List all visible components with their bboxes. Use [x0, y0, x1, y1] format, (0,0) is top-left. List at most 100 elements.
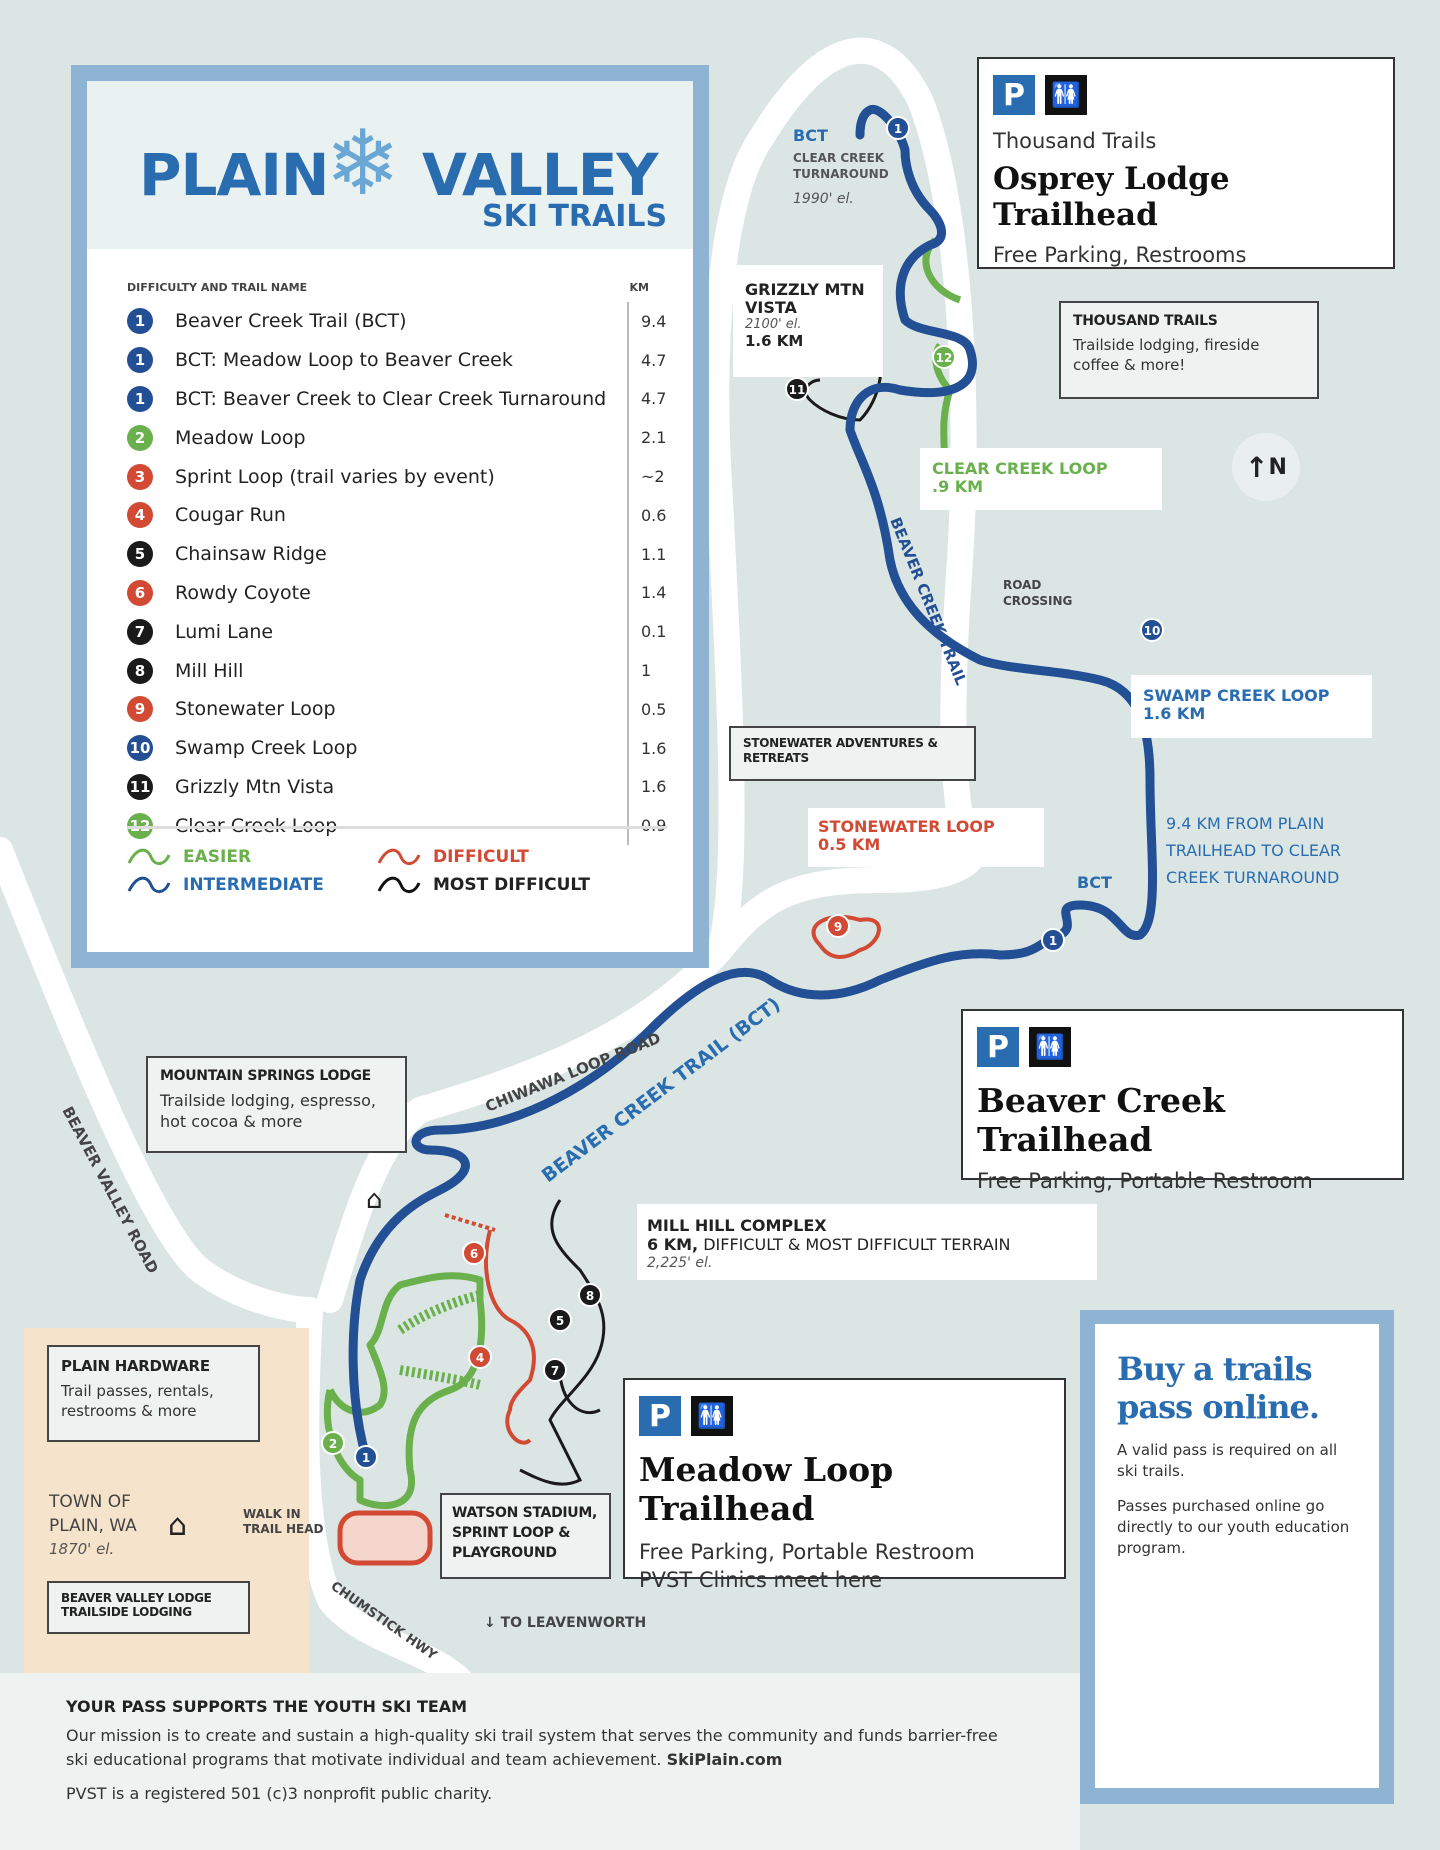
restroom-icon: 🚻: [691, 1396, 733, 1436]
restroom-icon: 🚻: [1045, 75, 1087, 115]
wave-icon: [127, 848, 171, 865]
marker-circle: [468, 1345, 492, 1369]
watson-stadium-area: [337, 1510, 433, 1566]
trailhead-name: Meadow Loop Trailhead: [639, 1450, 894, 1528]
wave-icon: [377, 848, 421, 865]
trailhead-operator: Thousand Trails: [993, 129, 1157, 153]
marker-number: 7: [551, 1364, 559, 1378]
trail-km: 2.1: [627, 418, 667, 458]
pass-heading: Buy a trails pass online.: [1117, 1350, 1320, 1426]
wave-icon: [377, 876, 421, 893]
trailhead-name: Beaver Creek Trailhead: [977, 1081, 1225, 1159]
marker-number: 11: [789, 383, 806, 397]
marker-circle: [785, 377, 809, 401]
trail-km: 1.4: [627, 573, 667, 613]
trail-name: Clear Creek Loop: [175, 814, 338, 837]
to-leavenworth-label: ↓ TO LEAVENWORTH: [484, 1615, 647, 1631]
trail-name: Grizzly Mtn Vista: [175, 775, 335, 798]
town-elevation: 1870' el.: [49, 1540, 115, 1558]
trail-name: BCT: Beaver Creek to Clear Creek Turnaro…: [175, 387, 607, 410]
key-easier: EASIER: [127, 847, 377, 867]
restroom-icon: 🚻: [1029, 1027, 1071, 1067]
trail-name: Stonewater Loop: [175, 698, 336, 721]
trail-km: 1.6: [627, 728, 667, 768]
marker-number: 6: [470, 1247, 478, 1261]
trail-name: Swamp Creek Loop: [175, 737, 358, 760]
marker-number: 4: [476, 1351, 484, 1365]
trail-km: 0.9: [627, 806, 667, 846]
parking-icon: P: [993, 75, 1035, 115]
buy-pass-panel: Buy a trails pass online. A valid pass i…: [1080, 1310, 1394, 1804]
marker-circle: [548, 1308, 572, 1332]
town-label: TOWN OF PLAIN, WA: [49, 1492, 137, 1536]
trail-row: 10 Swamp Creek Loop 1.6: [127, 728, 667, 768]
beaver-creek-trailhead-card: P🚻 Beaver Creek Trailhead Free Parking, …: [961, 1009, 1404, 1193]
trail-number-badge: 10: [127, 735, 153, 762]
clear-creek-loop-label: CLEAR CREEK LOOP.9 KM: [920, 448, 1162, 510]
difficult-trails: [337, 914, 881, 1566]
logo: PLAIN ❄ VALLEY SKI TRAILS: [87, 81, 693, 249]
marker-number: 1: [1049, 934, 1057, 948]
trail-marker: 10: [1140, 618, 1164, 642]
road-crossing-label: ROAD CROSSING: [1003, 578, 1073, 608]
trailhead-note: PVST Clinics meet here: [639, 1568, 883, 1592]
trail-marker: 1: [354, 1445, 378, 1469]
marker-circle: [1140, 618, 1164, 642]
parking-icon: P: [977, 1027, 1019, 1067]
building-icon: ⌂: [168, 1508, 188, 1543]
marker-circle: [1041, 928, 1065, 952]
parking-icon: P: [639, 1396, 681, 1436]
marker-number: 1: [362, 1451, 370, 1465]
north-arrow: ↑N: [1232, 433, 1300, 501]
marker-circle: [462, 1241, 486, 1265]
trail-number-badge: 2: [127, 424, 153, 451]
key-most-difficult: MOST DIFFICULT: [377, 875, 627, 895]
grizzly-label: GRIZZLY MTN VISTA 2100' el. 1.6 KM: [733, 265, 883, 377]
difficulty-key: EASIER DIFFICULT INTERMEDIATE MOST DIFFI…: [127, 826, 667, 895]
lodge-icon: ⌂: [366, 1185, 383, 1215]
logo-word-valley: VALLEY: [422, 141, 658, 209]
trail-number-badge: 1: [127, 347, 153, 374]
trail-number-badge: 8: [127, 657, 153, 684]
label-clear-creek-turnaround: CLEAR CREEK TURNAROUND: [793, 151, 889, 181]
stonewater-adventures-callout: STONEWATER ADVENTURES & RETREATS: [729, 726, 976, 781]
trail-km: 4.7: [627, 340, 667, 380]
trail-marker: 1: [1041, 928, 1065, 952]
pass-youth-text: Passes purchased online go directly to o…: [1117, 1497, 1350, 1557]
marker-number: 8: [586, 1289, 594, 1303]
trail-name: Chainsaw Ridge: [175, 543, 327, 566]
trail-name: Cougar Run: [175, 504, 286, 527]
key-intermediate: INTERMEDIATE: [127, 875, 377, 895]
distance-note: 9.4 KM FROM PLAIN TRAILHEAD TO CLEAR CRE…: [1166, 814, 1342, 887]
trail-km: 1.6: [627, 767, 667, 807]
trail-marker: 5: [548, 1308, 572, 1332]
mission-text: Our mission is to create and sustain a h…: [66, 1726, 998, 1769]
logo-subtitle: SKI TRAILS: [482, 199, 668, 234]
wave-icon: [127, 876, 171, 893]
label-turnaround-elevation: 1990' el.: [793, 191, 854, 207]
beaver-valley-road: [0, 837, 323, 1323]
logo-word-plain: PLAIN: [139, 141, 329, 209]
key-difficult: DIFFICULT: [377, 847, 627, 867]
marker-number: 12: [936, 351, 953, 365]
trail-km: 0.5: [627, 689, 667, 729]
website-link[interactable]: SkiPlain.com: [666, 1750, 783, 1769]
trail-marker: 12: [932, 345, 956, 369]
osprey-lodge-trailhead-card: P🚻 Thousand Trails Osprey Lodge Trailhea…: [977, 57, 1395, 269]
label-bct-mid: BCT: [1077, 873, 1112, 892]
marker-number: 1: [894, 122, 902, 136]
marker-circle: [826, 914, 850, 938]
